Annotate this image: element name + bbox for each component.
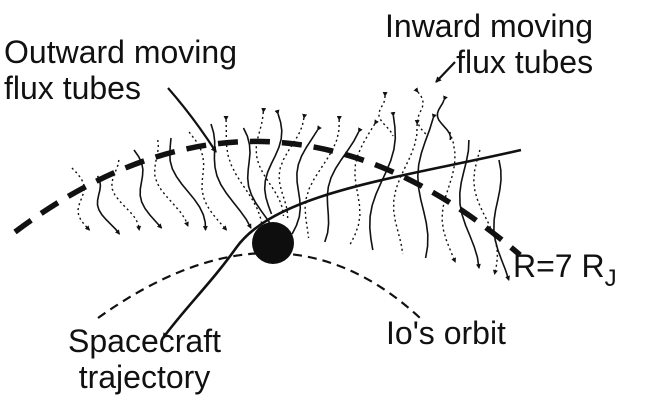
flux-tube-line: [438, 100, 451, 140]
outward-label-line-2: flux tubes: [4, 70, 237, 106]
inward-label-line-2: flux tubes: [385, 44, 593, 80]
radius-label: R=7 RJ: [513, 248, 617, 297]
outward-label-line-1: Outward moving: [4, 34, 237, 70]
io-moon: [252, 222, 294, 264]
flux-tube-line: [72, 168, 89, 230]
flux-tube-line: [305, 120, 339, 238]
flux-tube-line: [418, 92, 428, 136]
flux-tube-line: [226, 120, 262, 228]
io-orbit-arc: [98, 253, 420, 318]
flux-tube-line: [394, 124, 417, 254]
radius-label-subscript: J: [605, 265, 617, 292]
outward-flux-tubes-label: Outward moving flux tubes: [4, 34, 237, 106]
inward-label-line-1: Inward moving: [385, 8, 593, 44]
flux-tube-line: [494, 160, 509, 280]
flux-tube-line: [256, 112, 283, 216]
spacecraft-label-line-2: trajectory: [68, 359, 221, 395]
spacecraft-label-line-1: Spacecraft: [68, 323, 221, 359]
flux-tube-line: [265, 114, 282, 214]
inward-flux-tubes-label: Inward moving flux tubes: [385, 8, 593, 80]
flux-tube-line: [98, 176, 120, 234]
radius-label-text: R=7 R: [513, 248, 605, 284]
spacecraft-trajectory-line: [163, 150, 521, 338]
io-orbit-label: Io's orbit: [386, 315, 506, 351]
flux-tube-line: [379, 96, 393, 136]
flux-tube-line: [170, 138, 206, 230]
spacecraft-trajectory-label: Spacecraft trajectory: [68, 323, 221, 395]
flux-tube-line: [112, 160, 139, 230]
